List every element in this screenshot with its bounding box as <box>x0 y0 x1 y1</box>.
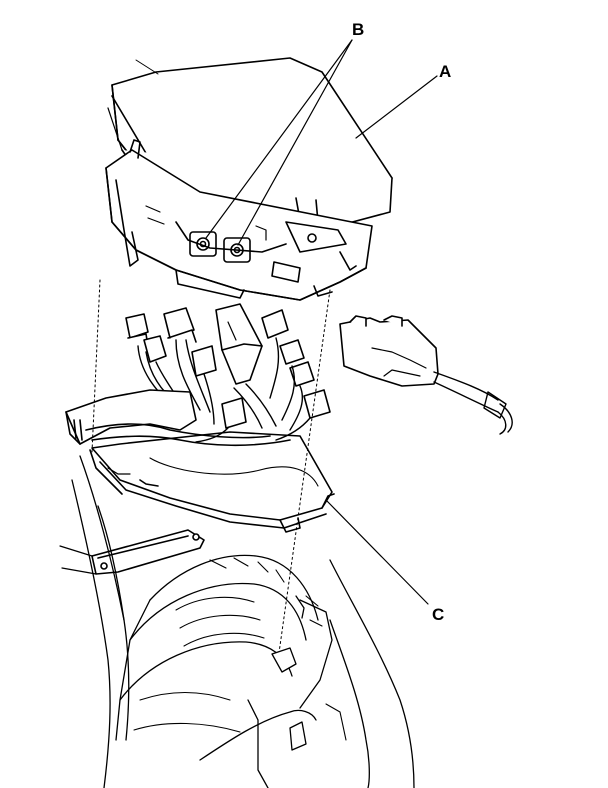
callout-label-a: A <box>439 62 452 81</box>
mounting-bracket <box>59 529 205 575</box>
callout-label-c: C <box>432 605 445 624</box>
alignment-lines <box>91 279 331 661</box>
bolts-leader-lines <box>205 39 353 246</box>
callout-label-b: B <box>352 20 365 39</box>
fuse-box-lower-tray <box>89 431 335 533</box>
connectors <box>125 303 439 429</box>
wire-harness <box>137 337 513 443</box>
tray-leader-line <box>325 499 429 605</box>
vehicle-body <box>71 455 415 788</box>
cover-leader-line <box>355 75 438 139</box>
fuse-box-housing <box>105 139 373 301</box>
harness-trunk <box>65 389 291 447</box>
